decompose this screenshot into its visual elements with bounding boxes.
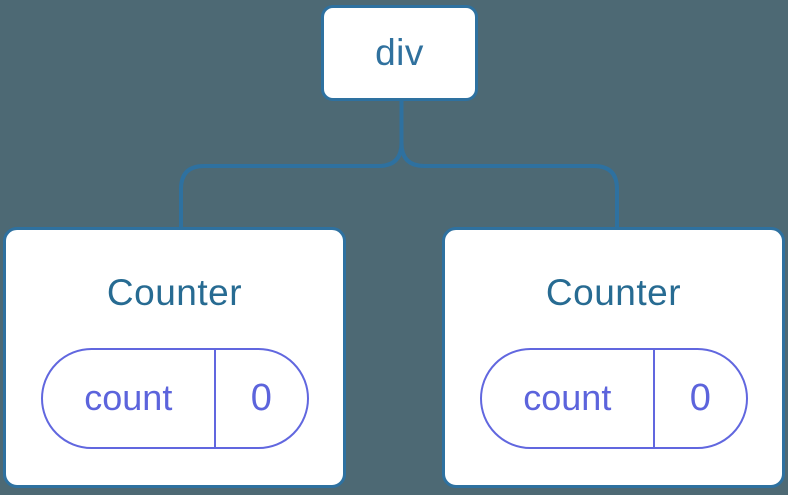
state-key: count: [482, 349, 656, 447]
component-title: Counter: [106, 272, 243, 313]
state-pill: count 0: [479, 347, 748, 449]
state-key: count: [43, 349, 217, 447]
counter-node-left: Counter count 0: [3, 227, 346, 488]
counter-node-right: Counter count 0: [442, 227, 785, 488]
connector-left-branch: [179, 99, 404, 229]
state-value: 0: [250, 376, 272, 419]
root-node-label: div: [375, 32, 424, 73]
state-value: 0: [689, 376, 711, 419]
connector-right-branch: [399, 99, 619, 229]
component-title: Counter: [545, 272, 682, 313]
root-node-div: div: [321, 5, 478, 101]
state-pill: count 0: [40, 347, 309, 449]
